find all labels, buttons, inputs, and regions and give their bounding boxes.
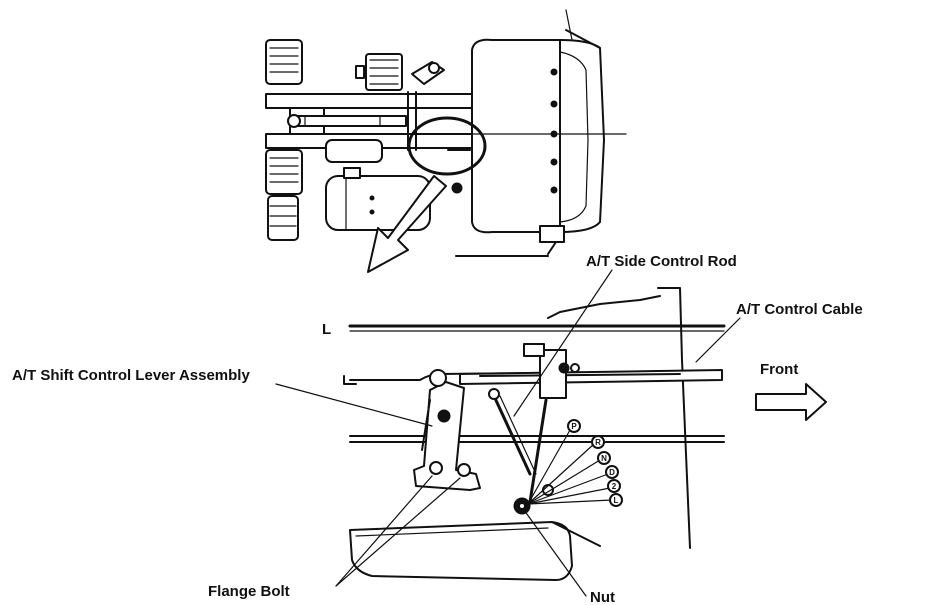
callout-labels: A/T Side Control Rod A/T Control Cable F… [12,253,863,605]
detail-callout-circle [407,116,487,176]
linkage-detail-view: L [322,287,827,581]
position-mark-d: D [605,465,619,479]
svg-text:2: 2 [612,482,617,491]
side-control-rod [488,388,537,476]
muffler [325,139,383,163]
svg-text:R: R [595,438,601,447]
svg-text:D: D [609,468,615,477]
label-side-control-rod: A/T Side Control Rod [586,253,737,270]
label-nut: Nut [590,589,615,605]
label-front: Front [760,361,798,378]
transmission-housing [349,521,601,581]
drive-shaft [287,114,407,128]
svg-text:N: N [601,454,607,463]
position-mark-r: R [591,435,605,449]
left-marker-label: L [322,321,331,338]
label-shift-lever-assembly: A/T Shift Control Lever Assembly [12,367,250,384]
position-mark-2: 2 [607,479,621,493]
callout-arrow [367,175,447,273]
engine-components [355,53,445,91]
position-mark-l: L [609,493,623,507]
rear-tires [265,39,303,241]
front-arrow [755,383,827,421]
shift-lever-assembly [413,369,481,491]
position-mark-p: P [567,419,581,433]
shift-position-marks: P R N D 2 L [527,419,623,507]
cable-bracket [523,343,580,399]
cab [415,9,627,255]
vehicle-chassis-overview [265,9,627,273]
svg-text:P: P [571,422,577,431]
label-control-cable: A/T Control Cable [736,301,863,318]
control-cable [459,369,723,385]
svg-text:L: L [614,496,619,505]
label-flange-bolt: Flange Bolt [208,583,290,600]
position-mark-n: N [597,451,611,465]
